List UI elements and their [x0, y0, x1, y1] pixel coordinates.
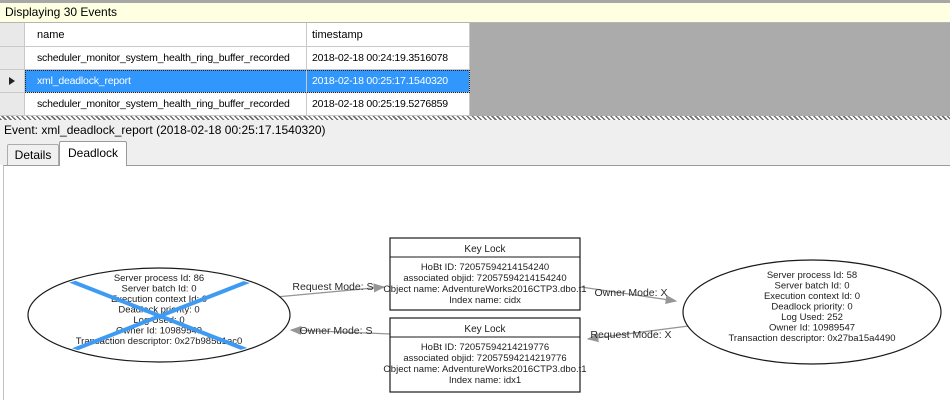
victim-line: Transaction descriptor: 0x27b985d1ac0	[76, 336, 243, 347]
edge-owner-x: Owner Mode: X	[580, 286, 678, 304]
victim-line: Log Used: 0	[133, 315, 184, 326]
row-selector-cell[interactable]	[0, 47, 25, 70]
current-row-marker-icon	[9, 77, 15, 85]
process-line: Owner Id: 10989547	[769, 323, 855, 334]
events-count-bar: Displaying 30 Events	[0, 3, 950, 23]
table-row[interactable]: scheduler_monitor_system_health_ring_buf…	[0, 93, 470, 116]
row-selector-cell[interactable]	[0, 93, 25, 116]
edge-label-request-s: Request Mode: S	[292, 281, 373, 293]
selected-event-header: Event: xml_deadlock_report (2018-02-18 0…	[0, 120, 950, 141]
edge-label-owner-x: Owner Mode: X	[595, 287, 668, 299]
edge-request-s: Request Mode: S	[275, 281, 386, 298]
resource-line: Object name: AdventureWorks2016CTP3.dbo.…	[383, 284, 586, 295]
event-name-cell: scheduler_monitor_system_health_ring_buf…	[25, 47, 307, 70]
process-node-victim[interactable]: Server process Id: 86 Server batch Id: 0…	[27, 267, 291, 363]
deadlock-graph-canvas: Request Mode: S Owner Mode: S Owner Mode…	[27, 237, 942, 393]
top-toolbar-edge	[0, 0, 950, 3]
victim-line: Execution context Id: 0	[111, 294, 207, 305]
resource-line: Index name: cidx	[449, 295, 521, 306]
table-row[interactable]: scheduler_monitor_system_health_ring_buf…	[0, 47, 470, 70]
resource-node-keylock-bottom[interactable]: Key Lock HoBt ID: 72057594214219776 asso…	[383, 317, 587, 393]
row-selector-cell[interactable]	[0, 70, 25, 93]
process-line: Server batch Id: 0	[775, 281, 850, 292]
events-grid: name timestamp scheduler_monitor_system_…	[0, 23, 950, 116]
edge-label-owner-s: Owner Mode: S	[300, 325, 373, 337]
tab-details[interactable]: Details	[7, 144, 59, 165]
column-header-timestamp[interactable]: timestamp	[307, 23, 470, 47]
pane-splitter[interactable]	[0, 116, 950, 120]
event-name-cell: xml_deadlock_report	[25, 70, 307, 93]
event-name-cell: scheduler_monitor_system_health_ring_buf…	[25, 93, 307, 116]
event-timestamp-cell: 2018-02-18 00:24:19.3516078	[307, 47, 470, 70]
victim-line: Server batch Id: 0	[122, 284, 197, 295]
column-header-name[interactable]: name	[25, 23, 307, 47]
process-line: Transaction descriptor: 0x27ba15a4490	[728, 333, 895, 344]
resource-line: HoBt ID: 72057594214154240	[421, 262, 549, 273]
detail-tab-strip: Details Deadlock	[0, 141, 950, 166]
resource-line: Object name: AdventureWorks2016CTP3.dbo.…	[383, 364, 586, 375]
event-timestamp-cell: 2018-02-18 00:25:17.1540320	[307, 70, 470, 93]
resource-line: associated objid: 72057594214219776	[403, 353, 566, 364]
table-header-row: name timestamp	[0, 23, 470, 47]
resource-title: Key Lock	[464, 324, 506, 335]
edge-label-request-x: Request Mode: X	[590, 329, 671, 341]
row-marker-header-cell	[0, 23, 25, 47]
process-line: Server process Id: 58	[767, 270, 857, 281]
victim-line: Server process Id: 86	[114, 273, 204, 284]
resource-node-keylock-top[interactable]: Key Lock HoBt ID: 72057594214154240 asso…	[383, 237, 587, 311]
victim-line: Owner Id: 10989549	[116, 326, 202, 337]
edge-owner-s: Owner Mode: S	[289, 325, 392, 337]
resource-line: HoBt ID: 72057594214219776	[421, 342, 549, 353]
tab-deadlock[interactable]: Deadlock	[59, 141, 127, 166]
events-table: name timestamp scheduler_monitor_system_…	[0, 23, 470, 116]
process-line: Deadlock priority: 0	[771, 302, 852, 313]
process-node-owner[interactable]: Server process Id: 58 Server batch Id: 0…	[682, 259, 942, 365]
victim-line: Deadlock priority: 0	[118, 305, 199, 316]
process-line: Log Used: 252	[781, 312, 843, 323]
resource-line: associated objid: 72057594214154240	[403, 273, 566, 284]
victim-cross-icon	[43, 270, 277, 360]
event-timestamp-cell: 2018-02-18 00:25:19.5276859	[307, 93, 470, 116]
process-line: Execution context Id: 0	[764, 291, 860, 302]
resource-line: Index name: idx1	[449, 375, 521, 386]
table-row[interactable]: xml_deadlock_report 2018-02-18 00:25:17.…	[0, 70, 470, 93]
edge-request-x: Request Mode: X	[586, 323, 705, 343]
resource-title: Key Lock	[464, 244, 506, 255]
